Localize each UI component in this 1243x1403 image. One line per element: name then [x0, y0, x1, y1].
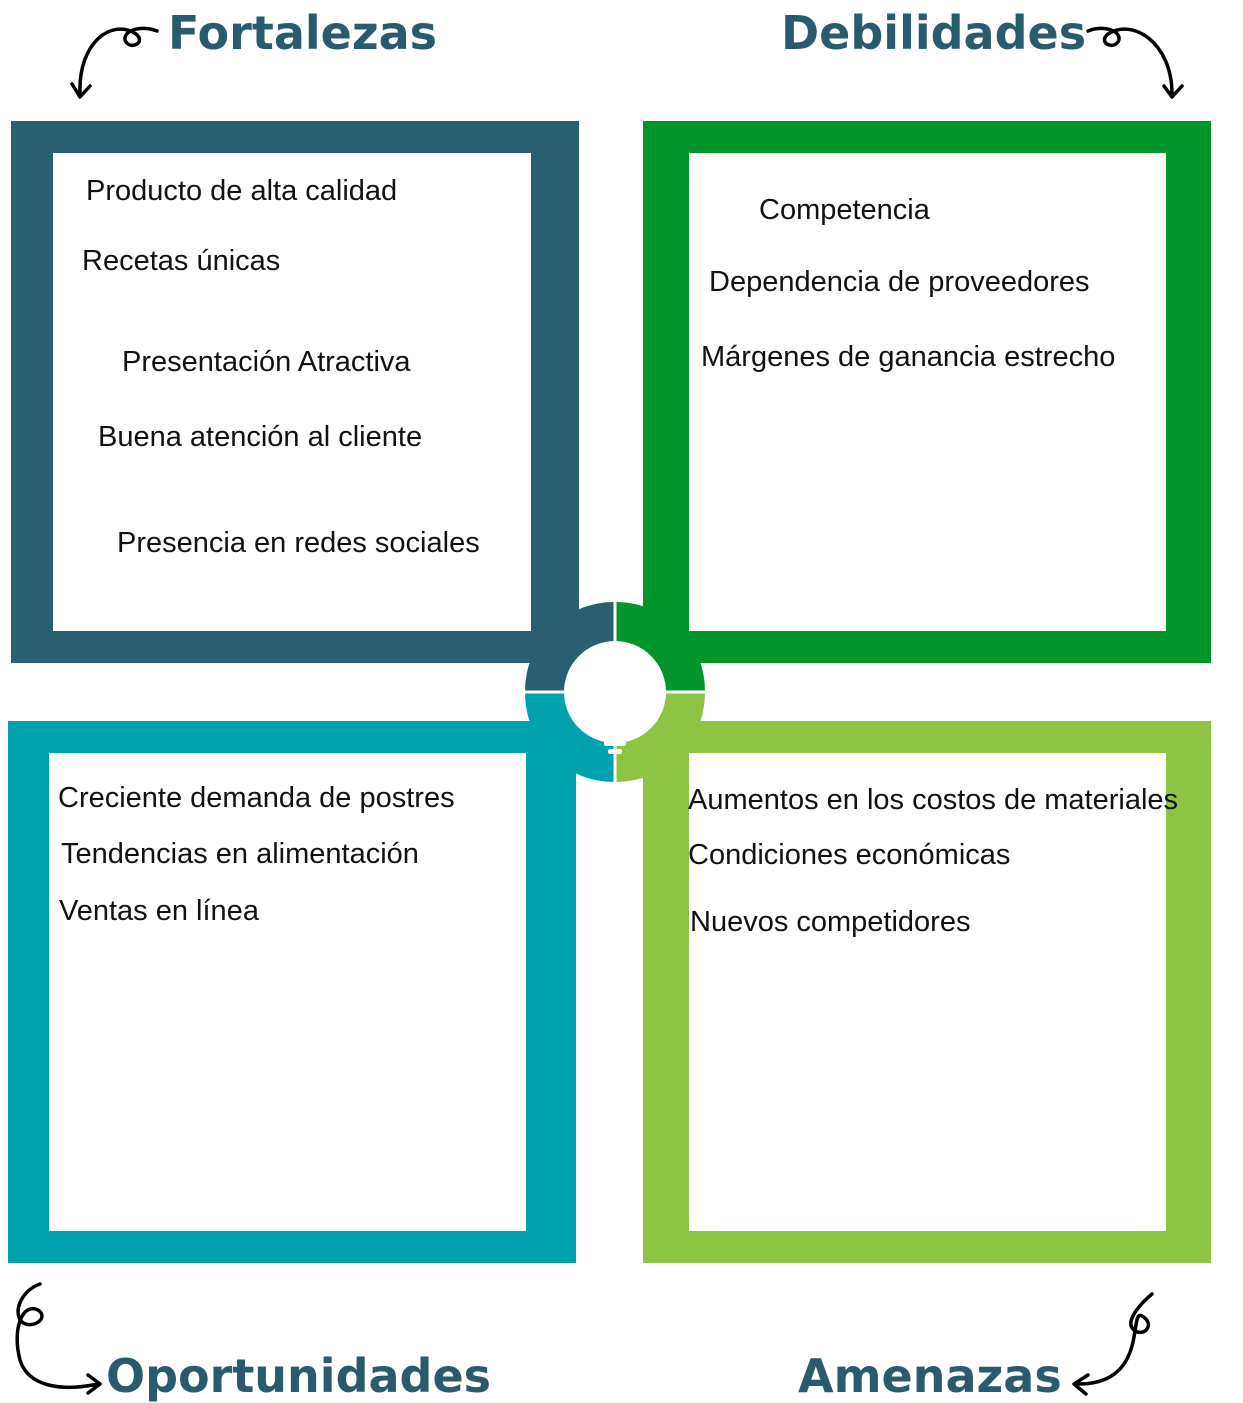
weakness-item: Competencia	[759, 194, 930, 226]
threat-item: Aumentos en los costos de materiales	[688, 784, 1179, 816]
opportunities-frame	[8, 721, 576, 1263]
curly-arrow-icon	[15, 1282, 100, 1390]
strengths-heading: Fortalezas	[168, 6, 438, 60]
strength-item: Presencia en redes sociales	[117, 527, 480, 559]
lightbulb-icon	[584, 651, 646, 754]
opportunity-item: Ventas en línea	[59, 895, 259, 927]
opportunities-heading: Oportunidades	[106, 1349, 492, 1403]
weakness-item: Márgenes de ganancia estrecho	[701, 341, 1116, 373]
opportunity-item: Tendencias en alimentación	[61, 838, 419, 870]
opportunity-item: Creciente demanda de postres	[58, 782, 455, 814]
threat-item: Condiciones económicas	[688, 839, 1011, 871]
weaknesses-heading: Debilidades	[781, 6, 1087, 60]
strength-item: Presentación Atractiva	[122, 346, 411, 378]
threat-item: Nuevos competidores	[690, 906, 971, 938]
weaknesses-frame	[643, 121, 1211, 663]
strength-item: Recetas únicas	[82, 245, 281, 277]
curly-arrow-icon	[1074, 1292, 1154, 1386]
strengths-frame	[11, 121, 579, 663]
curly-arrow-icon	[1086, 26, 1174, 96]
curly-arrow-icon	[78, 26, 159, 96]
arrowhead-icon	[1072, 1373, 1090, 1396]
arrowhead-icon	[1162, 84, 1184, 99]
weakness-item: Dependencia de proveedores	[709, 266, 1090, 298]
arrowhead-icon	[86, 1373, 102, 1395]
threats-heading: Amenazas	[798, 1349, 1062, 1403]
strength-item: Producto de alta calidad	[86, 175, 398, 207]
threats-frame	[643, 721, 1211, 1263]
strength-item: Buena atención al cliente	[98, 421, 423, 453]
arrowhead-icon	[70, 82, 92, 99]
